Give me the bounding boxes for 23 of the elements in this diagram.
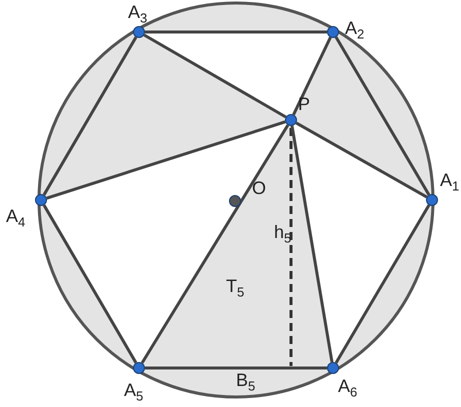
point-label: A$_{4}$ [6, 206, 26, 232]
measure-label: T$_{5}$ [226, 276, 244, 302]
line-segment [143, 34, 287, 118]
point-label: A$_{2}$ [345, 18, 364, 44]
line-segment [292, 36, 332, 116]
line-segment [145, 30, 327, 34]
point-label: A$_{3}$ [128, 2, 148, 28]
line-segment [46, 120, 286, 200]
line-segment [42, 36, 138, 196]
line-segment [290, 126, 334, 362]
line-segment [42, 204, 138, 364]
measure-label: B$_{5}$ [236, 370, 256, 396]
line-segment [334, 36, 430, 196]
point-label: P [298, 94, 310, 114]
point-label: A$_{6}$ [338, 376, 358, 402]
point-label: A$_{1}$ [440, 170, 460, 196]
point-label: A$_{5}$ [124, 380, 144, 406]
line-segment [140, 124, 290, 364]
measure-label: h$_{5}$ [274, 222, 292, 248]
line-segment [145, 366, 327, 370]
line-segment [334, 204, 430, 364]
point-label: O [252, 178, 266, 198]
line-segment [295, 122, 428, 198]
